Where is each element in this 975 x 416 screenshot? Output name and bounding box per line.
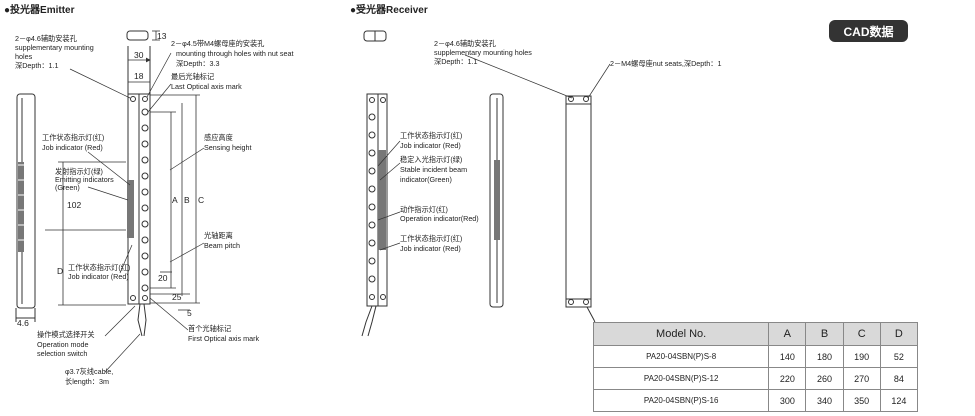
cell-c: 270 [842, 367, 881, 390]
table-row: PA20-04SBN(P)S-16 300 340 350 124 [592, 389, 919, 412]
cell-d: 124 [879, 389, 919, 412]
receiver-op-en: Operation indicator(Red) [400, 214, 479, 223]
receiver-job-cn: 工作状态指示灯(红) [400, 131, 462, 140]
header-a: A [768, 322, 807, 346]
dim-30: 30 [134, 50, 144, 60]
dim-20: 20 [158, 273, 168, 283]
receiver-back-view [565, 95, 599, 331]
emitter-emit-en2: (Green) [55, 183, 80, 192]
emitter-hole-en: supplementary mounting [15, 43, 94, 52]
emitter-pitch-en: Beam pitch [204, 241, 240, 250]
table-row: PA20-04SBN(P)S-12 220 260 270 84 [592, 367, 919, 390]
table-row: PA20-04SBN(P)S-8 140 180 190 52 [592, 345, 919, 368]
emitter-sensing-en: Sensing height [204, 143, 252, 152]
cell-b: 180 [805, 345, 844, 368]
cell-a: 140 [768, 345, 807, 368]
cell-a: 300 [768, 389, 807, 412]
emitter-job-cn: 工作状态指示灯(红) [42, 133, 104, 142]
receiver-stable-cn: 稳定入光指示灯(绿) [400, 155, 462, 164]
emitter-job-en: Job indicator (Red) [42, 143, 103, 152]
emitter-job2-cn: 工作状态指示灯(红) [68, 263, 130, 272]
header-model: Model No. [592, 322, 770, 346]
dim-b: B [184, 195, 190, 205]
cell-model: PA20-04SBN(P)S-12 [592, 367, 770, 390]
receiver-hole-cn: 2－φ4.6辅助安装孔 [434, 39, 496, 48]
receiver-side-view [489, 93, 504, 308]
dim-5: 5 [187, 308, 192, 318]
cell-model: PA20-04SBN(P)S-8 [592, 345, 770, 368]
emitter-last-axis-cn: 最后光轴标记 [171, 72, 214, 81]
emitter-dimension-lines [45, 30, 200, 311]
receiver-hole-depth: 深Depth：1.1 [434, 57, 478, 66]
dim-c: C [198, 195, 204, 205]
cell-a: 220 [768, 367, 807, 390]
cell-c: 350 [842, 389, 881, 412]
cell-d: 52 [879, 345, 919, 368]
emitter-emit-en: Emitting indicators [55, 175, 114, 184]
emitter-last-axis-en: Last Optical axis mark [171, 82, 242, 91]
dim-d: D [57, 266, 63, 276]
dim-4-6: 4.6 [17, 318, 29, 328]
emitter-hole-en2: holes [15, 52, 33, 61]
receiver-top-view [363, 30, 387, 42]
emitter-nut-depth: 深Depth：3.3 [176, 59, 220, 68]
dim-102: 102 [67, 200, 81, 210]
cell-model: PA20-04SBN(P)S-16 [592, 389, 770, 412]
emitter-emit-cn: 发射指示灯(绿) [55, 167, 103, 176]
emitter-job2-en: Job indicator (Red) [68, 272, 129, 281]
receiver-op-cn: 动作指示灯(红) [400, 205, 448, 214]
dim-18: 18 [134, 71, 144, 81]
emitter-nut-en: mounting through holes with nut seat [176, 49, 293, 58]
receiver-hole-en: supplementary mounting holes [434, 48, 532, 57]
receiver-nut: 2－M4螺母座nut seats,深Depth：1 [610, 59, 721, 68]
receiver-leaders [377, 54, 611, 251]
cell-b: 260 [805, 367, 844, 390]
receiver-stable-en2: indicator(Green) [400, 175, 452, 184]
emitter-cable-2: 长length：3m [65, 377, 109, 386]
model-dimension-table: Model No. A B C D PA20-04SBN(P)S-8 140 1… [592, 322, 919, 412]
emitter-first-axis-en: First Optical axis mark [188, 334, 259, 343]
emitter-hole-cn: 2－φ4.6辅助安装孔 [15, 34, 77, 43]
receiver-front-view [361, 93, 388, 337]
dim-a: A [172, 195, 178, 205]
dim-25: 25 [172, 292, 182, 302]
receiver-job2-cn: 工作状态指示灯(红) [400, 234, 462, 243]
receiver-title: ●受光器Receiver [350, 3, 428, 16]
cell-b: 340 [805, 389, 844, 412]
header-d: D [879, 322, 919, 346]
emitter-pitch-cn: 光轴距离 [204, 231, 233, 240]
cad-data-button[interactable]: CAD数据 [829, 20, 908, 42]
table-header-row: Model No. A B C D [592, 322, 919, 346]
dim-13: 13 [157, 31, 167, 41]
emitter-mode-en2: selection switch [37, 349, 87, 358]
emitter-hole-depth: 深Depth：1.1 [15, 61, 59, 70]
emitter-sensing-cn: 感应高度 [204, 133, 233, 142]
emitter-nut-cn: 2－φ4.5带M4螺母座的安装孔 [171, 39, 264, 48]
receiver-job-en: Job indicator (Red) [400, 141, 461, 150]
emitter-cable-1: φ3.7灰线cable, [65, 367, 113, 376]
header-b: B [805, 322, 844, 346]
emitter-title: ●投光器Emitter [4, 3, 75, 16]
cell-c: 190 [842, 345, 881, 368]
emitter-side-view [15, 93, 36, 322]
receiver-job2-en: Job indicator (Red) [400, 244, 461, 253]
header-c: C [842, 322, 881, 346]
emitter-leaders [69, 52, 205, 373]
emitter-first-axis-cn: 首个光轴标记 [188, 324, 231, 333]
emitter-mode-en: Operation mode [37, 340, 89, 349]
receiver-stable-en: Stable incident beam [400, 165, 467, 174]
cell-d: 84 [879, 367, 919, 390]
emitter-mode-cn: 操作模式选择开关 [37, 330, 95, 339]
